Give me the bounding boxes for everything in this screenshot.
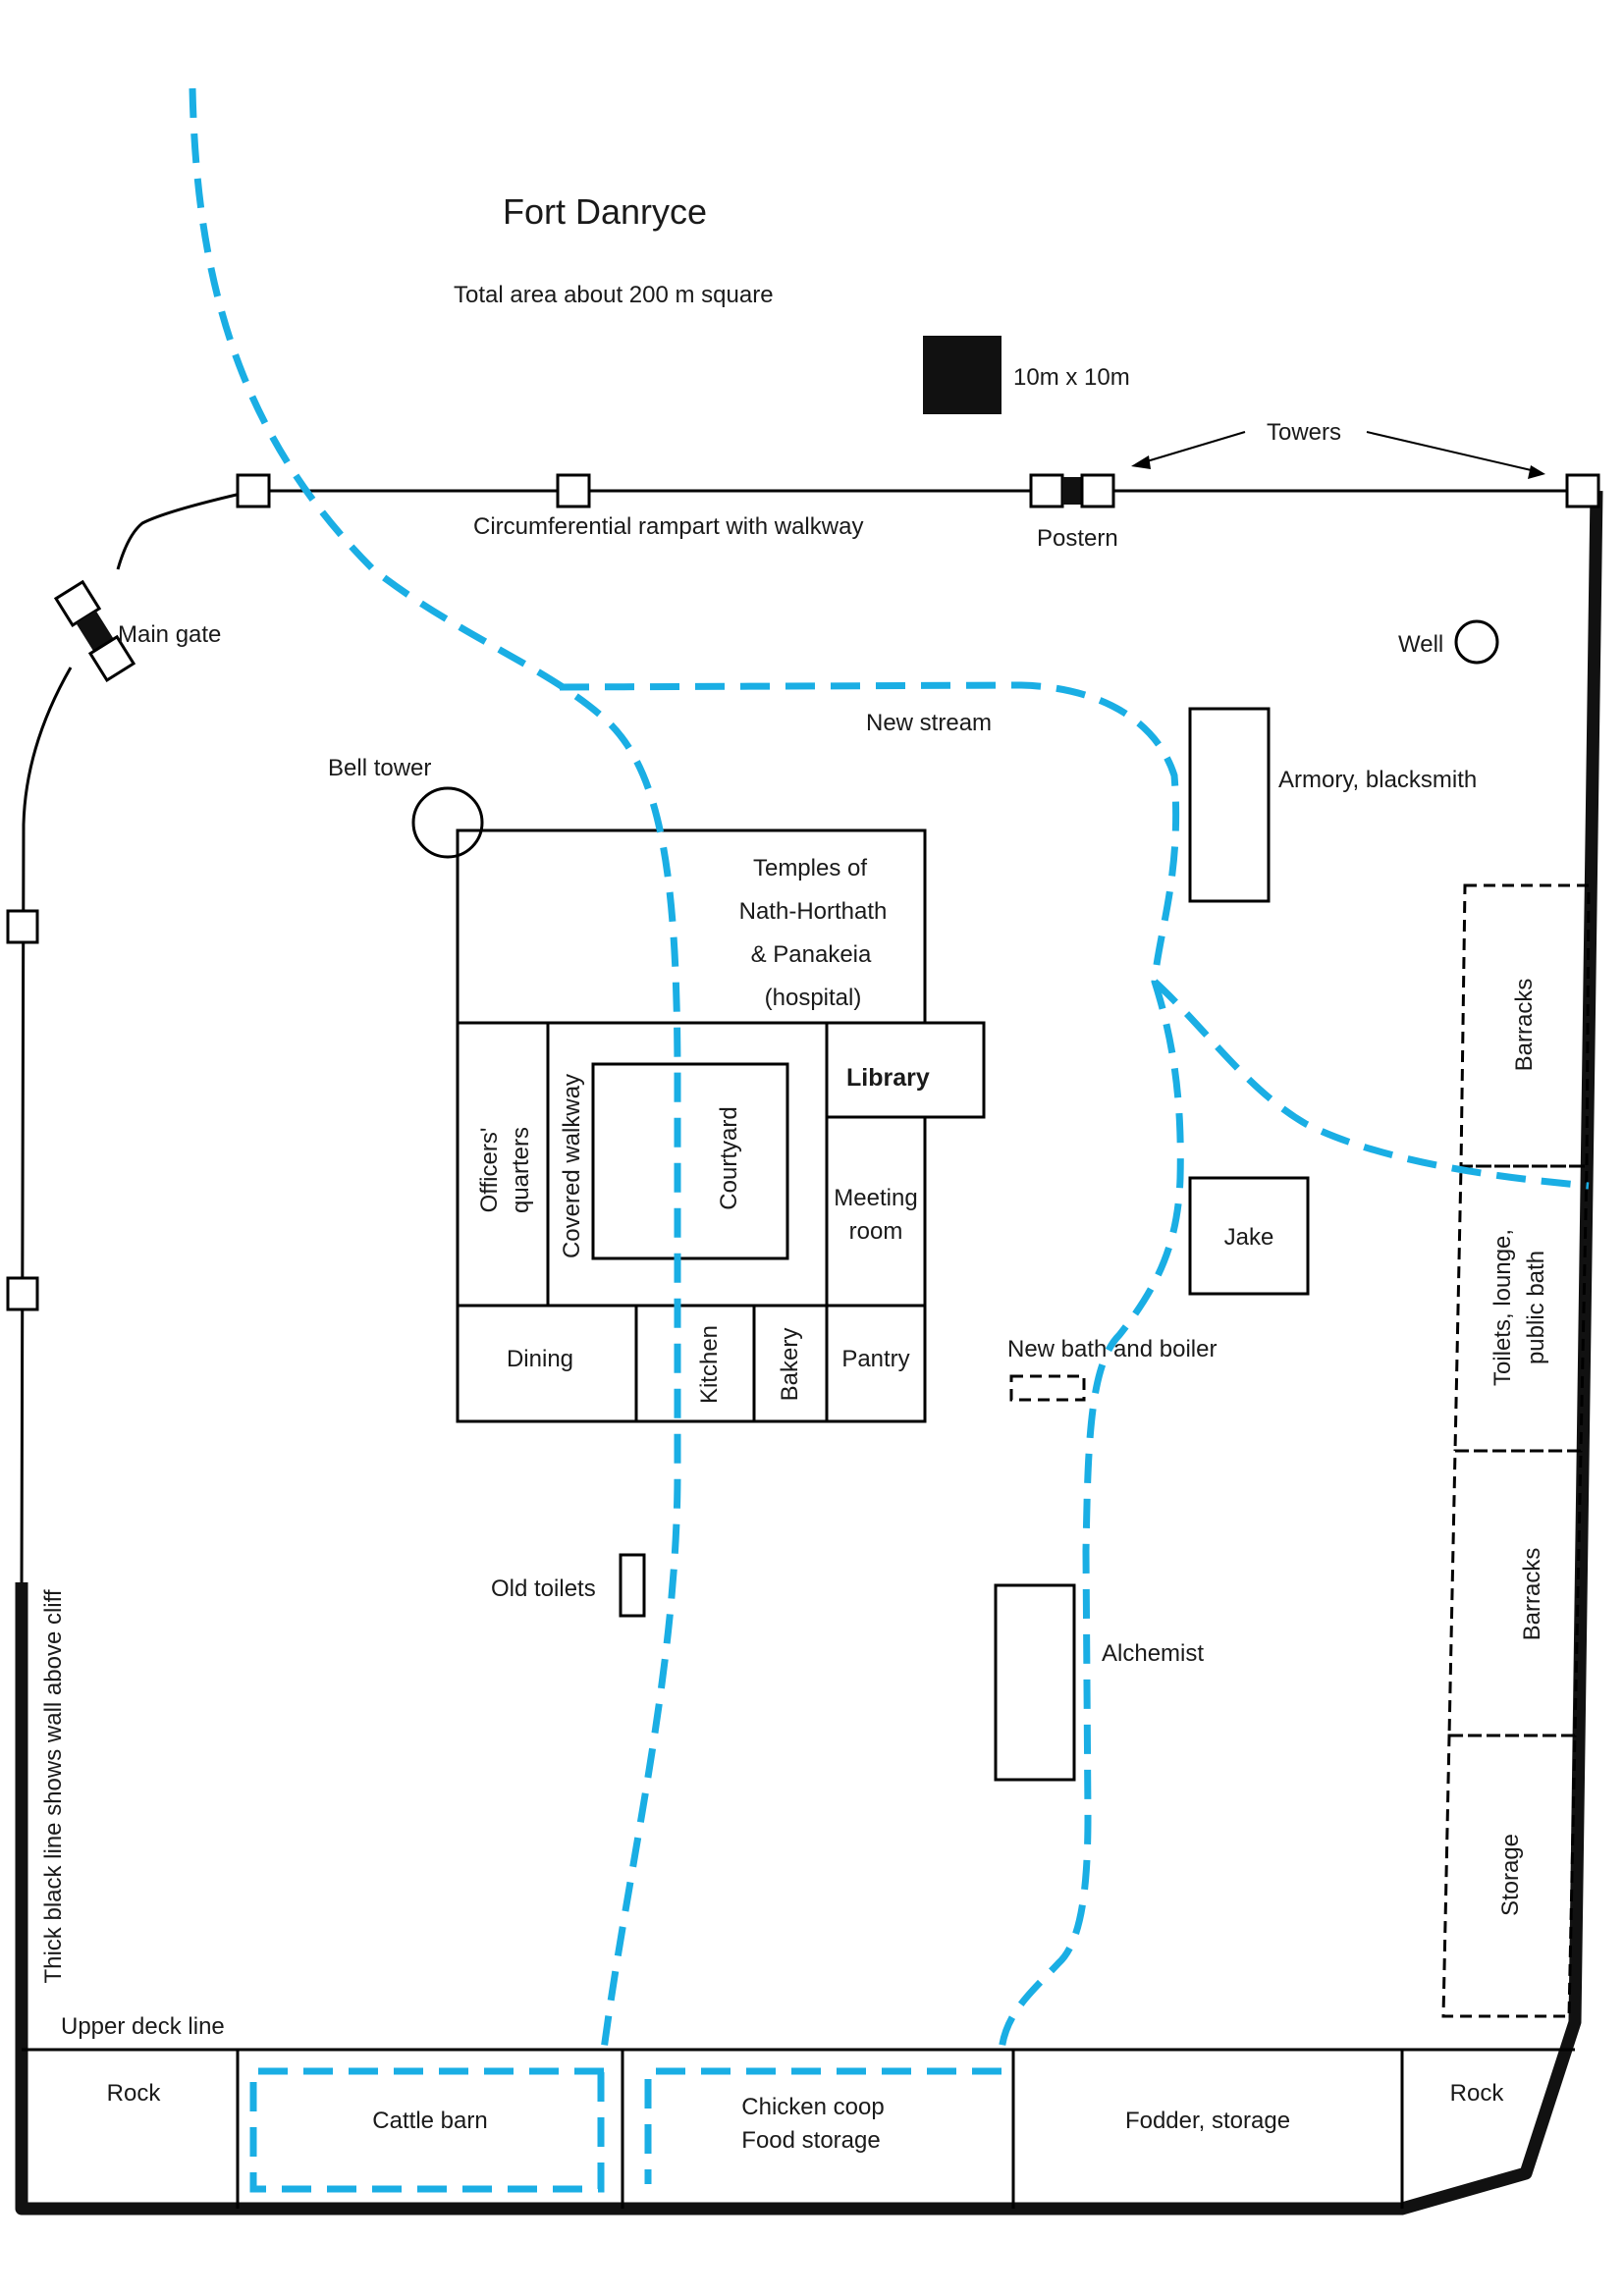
rampart-west — [20, 667, 73, 1591]
tower-west-2 — [6, 1276, 39, 1311]
old-toilets-label: Old toilets — [491, 1575, 596, 1602]
tower-northeast — [1565, 473, 1600, 508]
tower-north-1 — [236, 473, 271, 508]
gate-tower-north — [53, 579, 102, 627]
meeting-label-1: Meeting — [834, 1185, 917, 1211]
barracks-1-outline — [1459, 883, 1591, 1168]
courtyard — [591, 1062, 789, 1260]
meeting-label-2: room — [849, 1218, 903, 1245]
storage-outline — [1441, 1734, 1577, 2018]
kitchen — [634, 1304, 756, 1423]
tower-postern-east — [1080, 473, 1115, 508]
bell-tower — [411, 786, 484, 859]
officers-quarters — [456, 1021, 550, 1308]
chicken-label-1: Chicken coop — [741, 2094, 884, 2120]
rock-left-label: Rock — [107, 2080, 162, 2107]
alchemist-label: Alchemist — [1102, 1640, 1204, 1667]
officers-label-2: quarters — [508, 1127, 534, 1213]
jake-building — [1188, 1176, 1310, 1296]
stream-east-branch — [1152, 979, 1590, 1190]
scale-block — [923, 336, 1001, 414]
old-toilets-building — [619, 1553, 646, 1618]
arrow-head-left — [1131, 455, 1151, 469]
arrow-head-right — [1528, 465, 1545, 479]
cliff-wall — [15, 490, 1603, 2216]
streams — [189, 87, 1590, 2193]
east-buildings — [1441, 883, 1591, 2018]
temples-label-3: & Panakeia — [751, 941, 872, 968]
arrow-line-left — [1136, 431, 1246, 465]
main-gate — [53, 579, 136, 682]
pantry — [825, 1304, 927, 1423]
tower-west-1 — [6, 909, 39, 944]
arrow-line-right — [1366, 431, 1541, 473]
toilets-label-1: Toilets, lounge, — [1489, 1229, 1516, 1386]
stream-west — [189, 87, 681, 2051]
kitchen-label: Kitchen — [696, 1325, 723, 1404]
rampart-northwest-curve — [116, 489, 254, 570]
map-subtitle: Total area about 200 m square — [454, 282, 774, 308]
officers-label-1: Officers' — [476, 1128, 503, 1213]
postern-label: Postern — [1037, 525, 1118, 552]
new-stream-label: New stream — [866, 710, 992, 736]
toilets-outline — [1453, 1164, 1589, 1453]
temples-label-1: Temples of — [753, 855, 867, 881]
gate-tower-south — [87, 634, 136, 682]
central-complex — [456, 828, 986, 1423]
cattle-barn-label: Cattle barn — [372, 2108, 487, 2134]
storage-label: Storage — [1497, 1834, 1524, 1916]
temples-label-2: Nath-Horthath — [739, 898, 888, 925]
alchemist-building — [994, 1583, 1076, 1782]
stream-new — [559, 681, 1184, 2051]
new-bath-building — [1009, 1374, 1086, 1402]
fodder-label: Fodder, storage — [1125, 2108, 1290, 2134]
stream-chicken-coop — [644, 2067, 1001, 2184]
barracks-2-label: Barracks — [1519, 1548, 1545, 1641]
barracks-1-label: Barracks — [1511, 979, 1538, 1072]
rampart-label: Circumferential rampart with walkway — [473, 513, 863, 540]
new-bath-label: New bath and boiler — [1007, 1336, 1217, 1362]
stream-cattle-barn — [249, 2067, 605, 2193]
well — [1454, 619, 1499, 665]
main-gate-label: Main gate — [118, 621, 221, 648]
armory-building — [1188, 707, 1271, 903]
towers-label: Towers — [1267, 419, 1341, 446]
rock-right-label: Rock — [1450, 2080, 1505, 2107]
library-label: Library — [846, 1064, 930, 1092]
dining-label: Dining — [507, 1346, 573, 1372]
jake-label: Jake — [1224, 1224, 1274, 1251]
tower-postern-west — [1029, 473, 1064, 508]
covered-walkway-label: Covered walkway — [559, 1074, 585, 1258]
tower-north-2 — [556, 473, 591, 508]
chicken-label-2: Food storage — [741, 2127, 880, 2154]
postern-gate — [1062, 477, 1082, 505]
toilets-label-2: public bath — [1523, 1251, 1549, 1364]
upper-deck-label: Upper deck line — [61, 2013, 225, 2040]
towers-group — [6, 473, 1600, 1311]
fort-walls — [15, 489, 1603, 2216]
well-label: Well — [1398, 631, 1443, 658]
towers-arrows — [1131, 431, 1545, 479]
barracks-2-outline — [1447, 1449, 1583, 1737]
scale-label: 10m x 10m — [1013, 364, 1130, 391]
gate-door — [76, 611, 114, 652]
map-title: Fort Danryce — [503, 191, 707, 232]
cliff-note: Thick black line shows wall above cliff — [40, 1589, 67, 1983]
temples-label-4: (hospital) — [765, 985, 862, 1011]
meeting-room — [825, 1115, 927, 1308]
pantry-label: Pantry — [841, 1346, 909, 1372]
bakery-label: Bakery — [777, 1328, 803, 1402]
bell-tower-label: Bell tower — [328, 755, 431, 781]
courtyard-label: Courtyard — [716, 1106, 742, 1209]
armory-label: Armory, blacksmith — [1278, 767, 1477, 793]
lower-deck — [236, 2050, 1404, 2209]
